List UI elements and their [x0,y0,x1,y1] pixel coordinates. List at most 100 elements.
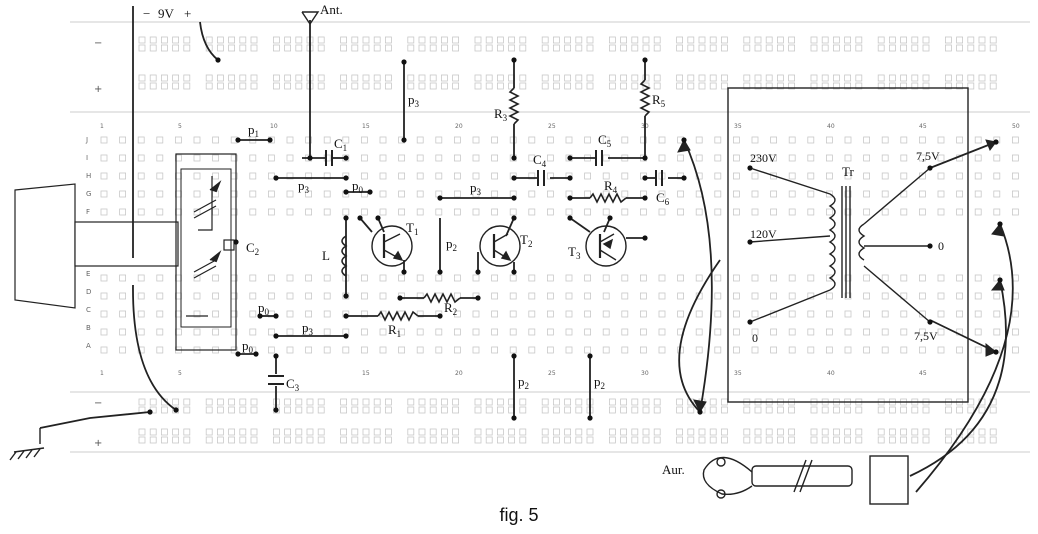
breadboard-hole [547,274,554,282]
breadboard-hole [323,292,331,300]
breadboard-hole [429,82,437,90]
breadboard-hole [640,208,647,216]
breadboard-hole [474,74,482,82]
breadboard-hole [621,274,629,282]
breadboard-hole [695,328,703,336]
breadboard-hole [119,136,126,144]
breadboard-hole [100,208,108,216]
breadboard-hole [602,310,610,318]
breadboard-hole [351,436,359,444]
antenna-icon [301,11,320,26]
breadboard-hole [733,190,740,198]
breadboard-hole [295,36,303,44]
breadboard-hole [937,190,945,198]
breadboard-hole [937,274,945,282]
breadboard-hole [844,208,852,216]
breadboard-hole [156,346,164,354]
breadboard-hole [496,82,504,90]
breadboard-hole [751,310,759,318]
breadboard-hole [323,136,331,144]
breadboard-hole [172,436,180,444]
breadboard-hole [575,436,583,444]
breadboard-hole [989,406,997,414]
breadboard-hole [429,436,437,444]
connection-dot [273,407,279,413]
breadboard-hole [528,292,536,300]
breadboard-hole [440,436,448,444]
breadboard-hole [653,406,661,414]
breadboard-hole [156,136,164,144]
breadboard-hole [658,310,666,318]
breadboard-hole [416,328,424,336]
breadboard-hole [491,208,499,216]
breadboard-hole [989,74,997,82]
breadboard-hole [714,274,722,282]
breadboard-hole [193,190,201,198]
breadboard-hole [575,44,583,52]
breadboard-hole [937,292,945,300]
breadboard-hole [453,154,461,162]
breadboard-hole [620,406,627,414]
breadboard-hole [788,346,796,354]
breadboard-hole [193,292,201,300]
breadboard-hole [974,328,982,336]
breadboard-hole [826,172,833,180]
breadboard-hole [306,406,314,414]
connection-dot [343,293,349,299]
transformer-tr [727,87,969,403]
breadboard-hole [384,428,392,436]
connection-dot [681,137,687,143]
row-letter-d: D [86,288,91,296]
breadboard-hole [821,36,829,44]
breadboard-hole [528,190,536,198]
breadboard-hole [228,36,236,44]
breadboard-hole [863,154,870,162]
breadboard-hole [373,36,381,44]
breadboard-hole [249,274,257,282]
breadboard-hole [416,172,424,180]
connection-dot [747,165,753,171]
breadboard-hole [205,82,213,90]
breadboard-hole [733,346,740,354]
breadboard-hole [119,172,126,180]
breadboard-hole [174,136,182,144]
earphone-label: Aur. [662,462,685,477]
breadboard-hole [714,346,722,354]
breadboard-hole [452,36,460,44]
breadboard-hole [565,328,573,336]
breadboard-hole [250,436,258,444]
breadboard-hole [833,82,840,90]
breadboard-hole [922,44,930,52]
breadboard-hole [777,36,784,44]
t2-label: T2 [520,232,532,249]
breadboard-hole [642,74,650,82]
breadboard-hole [967,82,975,90]
breadboard-hole [881,292,889,300]
breadboard-hole [844,154,852,162]
breadboard-hole [721,436,728,444]
breadboard-hole [821,406,829,414]
breadboard-hole [620,398,627,406]
tuning-knob [14,183,179,309]
connection-dot [253,351,259,357]
breadboard-hole [360,136,368,144]
breadboard-hole [379,328,387,336]
connection-dots [147,57,1003,421]
breadboard-hole [653,36,661,44]
breadboard-hole [373,436,381,444]
breadboard-hole [323,328,331,336]
breadboard-hole [100,190,108,198]
breadboard-hole [137,154,145,162]
breadboard-hole [956,208,963,216]
breadboard-hole [937,328,945,336]
breadboard-hole [609,398,616,406]
connection-dot [993,139,999,145]
breadboard-hole [788,136,796,144]
bridge-p3-label-a: p3 [408,92,420,109]
breadboard-hole [360,346,368,354]
breadboard-hole [452,398,460,406]
breadboard-hole [384,406,392,414]
breadboard-hole [137,292,145,300]
breadboard-hole [751,292,759,300]
breadboard-hole [183,406,191,414]
